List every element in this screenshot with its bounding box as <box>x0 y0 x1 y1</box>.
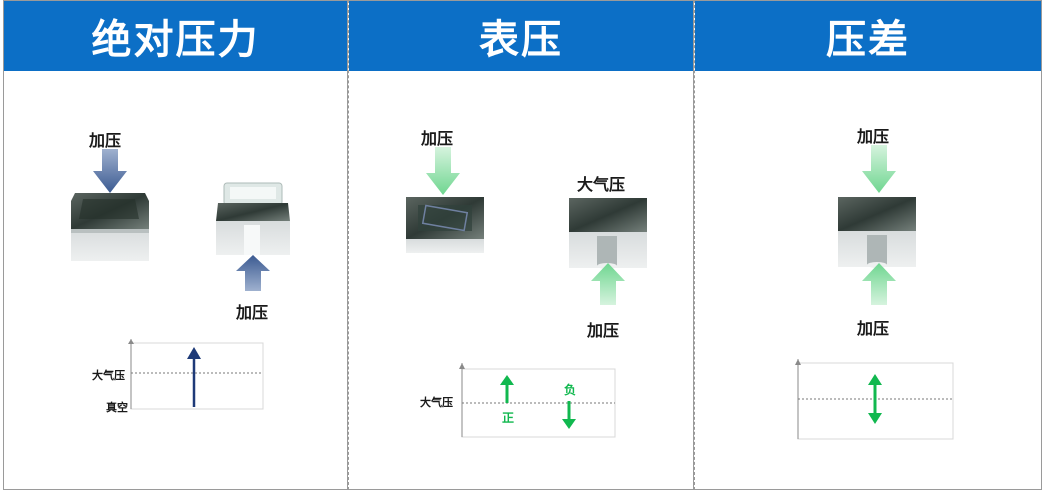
sensor-chip-icon <box>71 193 149 261</box>
panel-title: 绝对压力 <box>4 1 347 71</box>
down-arrow-icon <box>862 145 896 193</box>
sensor-port-chip-icon <box>569 198 647 269</box>
positive-label: 正 <box>502 411 515 425</box>
up-arrow-icon <box>862 263 896 305</box>
absolute-pressure-panel: 绝对压力 加压 加压 大气压 真空 <box>3 0 348 490</box>
down-arrow-icon <box>426 147 460 195</box>
atm-label: 大气压 <box>577 175 626 194</box>
vacuum-label: 真空 <box>106 401 128 414</box>
gauge-pressure-panel: 表压 加压 大气压 加压 大气压 正 负 <box>348 0 694 490</box>
pressure-graph <box>459 363 616 438</box>
up-arrow-icon <box>236 255 270 291</box>
differential-pressure-panel: 压差 加压 加压 <box>694 0 1042 490</box>
pressure-graph <box>795 359 954 440</box>
press-label: 加压 <box>857 127 890 146</box>
press-label-bottom: 加压 <box>857 319 890 338</box>
panel-title: 表压 <box>349 1 693 71</box>
sensor-cap-chip-icon <box>216 182 290 255</box>
pressure-graph <box>128 339 264 410</box>
press-label-bottom: 加压 <box>587 321 620 340</box>
sensor-port-chip-icon <box>838 197 916 268</box>
press-label: 加压 <box>89 131 122 150</box>
down-arrow-icon <box>93 149 127 193</box>
negative-label: 负 <box>564 383 577 397</box>
atm-label: 大气压 <box>92 369 125 382</box>
sensor-chip-icon <box>406 197 484 253</box>
press-label-bottom: 加压 <box>236 303 269 322</box>
atm-label: 大气压 <box>420 396 453 409</box>
panel-title: 压差 <box>695 1 1041 71</box>
up-arrow-icon <box>591 263 625 305</box>
press-label: 加压 <box>421 129 454 148</box>
